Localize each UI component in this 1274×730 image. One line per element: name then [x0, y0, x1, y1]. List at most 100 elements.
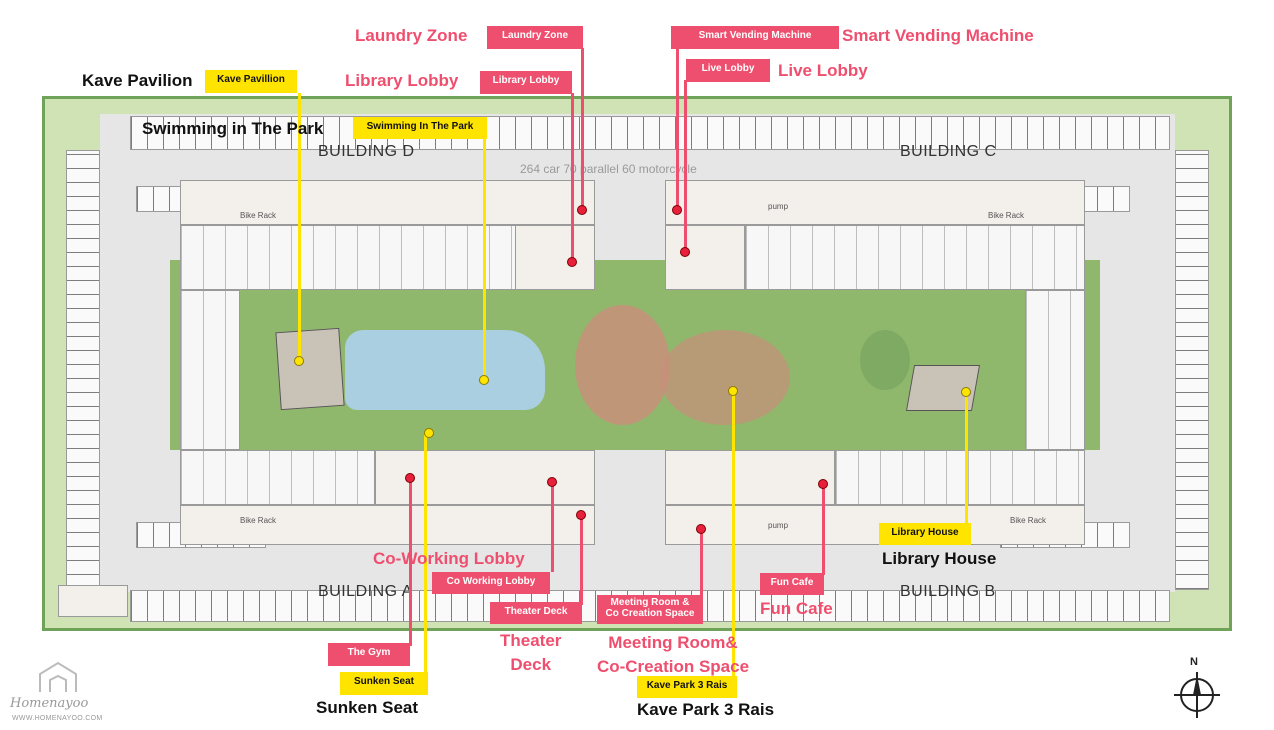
tag-kave-pavilion: Kave Pavillion — [205, 70, 297, 93]
marker-library-lobby — [567, 257, 577, 267]
label-kave-park: Kave Park 3 Rais — [637, 700, 775, 719]
leader-library-lobby — [571, 93, 574, 261]
leader-library-house — [965, 391, 968, 525]
compass-icon — [1174, 672, 1220, 718]
label-meeting-line1: Meeting Room& — [608, 633, 738, 652]
label-smart-vending: Smart Vending Machine — [842, 26, 1034, 45]
parking-col-right — [1175, 150, 1209, 590]
label-laundry: Laundry Zone — [355, 26, 468, 45]
building-a-service-strip — [180, 505, 595, 545]
building-d-lobby — [515, 225, 595, 290]
leader-fun-cafe — [822, 483, 825, 575]
tag-live-lobby: Live Lobby — [686, 59, 770, 82]
building-d-units-north — [180, 225, 520, 290]
marker-laundry — [577, 205, 587, 215]
marker-swimming — [479, 375, 489, 385]
leader-theater — [580, 515, 583, 605]
marker-live-lobby — [680, 247, 690, 257]
building-c-lobby — [665, 225, 745, 290]
label-library-house: Library House — [882, 549, 997, 568]
building-b-amenities — [665, 450, 835, 505]
building-d-west-wing — [180, 290, 240, 450]
marker-sunken — [424, 428, 434, 438]
label-coworking: Co-Working Lobby — [373, 549, 525, 568]
label-theater-line1: Theater — [500, 631, 562, 650]
leader-gym — [409, 478, 412, 646]
tag-meeting: Meeting Room & Co Creation Space — [597, 595, 703, 624]
pump-label-south: pump — [768, 521, 789, 530]
label-live-lobby: Live Lobby — [778, 61, 868, 80]
building-c-service-strip — [665, 180, 1085, 225]
marker-theater — [576, 510, 586, 520]
parking-summary: 264 car 70 parallel 60 motorcycle — [520, 162, 697, 176]
parking-col-left — [66, 150, 100, 590]
marker-library-house — [961, 387, 971, 397]
tree-cluster-east — [660, 330, 790, 425]
label-kave-pavilion: Kave Pavilion — [82, 71, 193, 90]
parking-row-top — [130, 116, 1170, 150]
leader-kave-pavilion — [298, 93, 301, 361]
building-d-label: BUILDING D — [318, 143, 415, 160]
marker-fun-cafe — [818, 479, 828, 489]
label-library-lobby: Library Lobby — [345, 71, 459, 90]
leader-laundry — [581, 48, 584, 208]
building-b-units-south — [835, 450, 1085, 505]
leader-smart-vending — [676, 48, 679, 208]
bike-rack-label-sw: Bike Rack — [240, 516, 277, 525]
tag-meeting-line1: Meeting Room & — [610, 597, 690, 608]
tag-library-lobby: Library Lobby — [480, 71, 572, 94]
leader-meeting — [700, 528, 703, 596]
building-c-label: BUILDING C — [900, 143, 997, 160]
building-a-units-south — [180, 450, 375, 505]
tag-laundry: Laundry Zone — [487, 26, 583, 49]
house-icon — [39, 661, 77, 692]
tree-cluster-garden — [860, 330, 910, 390]
tag-kave-park: Kave Park 3 Rais — [637, 676, 737, 698]
homenayoo-logo: Homenayoo WWW.HOMENAYOO.COM — [8, 660, 120, 726]
swimming-pool — [345, 330, 545, 410]
tag-gym: The Gym — [328, 643, 410, 666]
tag-smart-vending: Smart Vending Machine — [671, 26, 839, 49]
logo-url: WWW.HOMENAYOO.COM — [12, 715, 103, 722]
bike-rack-label-nw: Bike Rack — [240, 211, 277, 220]
building-b-label: BUILDING B — [900, 583, 996, 600]
bike-rack-label-se: Bike Rack — [1010, 516, 1047, 525]
marker-kave-park — [728, 386, 738, 396]
north-arrow: N — [1172, 656, 1224, 722]
tree-cluster-center — [575, 305, 670, 425]
marker-meeting — [696, 524, 706, 534]
label-sunken: Sunken Seat — [316, 698, 419, 717]
leader-coworking — [551, 482, 554, 572]
building-d-service-strip — [180, 180, 595, 225]
label-swimming: Swimming in The Park — [142, 119, 324, 138]
building-c-east-wing — [1025, 290, 1085, 450]
building-b-service-strip — [665, 505, 1085, 545]
building-c-units-north — [745, 225, 1085, 290]
guard-house — [58, 585, 128, 617]
label-meeting: Meeting Room& Co-Creation Space — [588, 631, 758, 679]
leader-sunken — [424, 432, 427, 674]
tag-coworking: Co Working Lobby — [432, 572, 550, 594]
leader-live-lobby — [684, 80, 687, 252]
tag-swimming: Swimming In The Park — [353, 117, 487, 139]
marker-coworking — [547, 477, 557, 487]
building-a-label: BUILDING A — [318, 583, 413, 600]
label-theater-line2: Deck — [510, 655, 552, 674]
marker-smart-vending — [672, 205, 682, 215]
leader-kave-park — [732, 391, 735, 677]
marker-kave-pavilion — [294, 356, 304, 366]
label-meeting-line2: Co-Creation Space — [596, 657, 750, 676]
pump-label-north: pump — [768, 202, 789, 211]
bike-rack-label-ne: Bike Rack — [988, 211, 1025, 220]
kave-pavilion-structure — [275, 327, 345, 411]
tag-theater: Theater Deck — [490, 602, 582, 624]
marker-gym — [405, 473, 415, 483]
tag-sunken: Sunken Seat — [340, 672, 428, 695]
tag-library-house: Library House — [879, 523, 971, 545]
label-fun-cafe: Fun Cafe — [760, 599, 833, 618]
tag-fun-cafe: Fun Cafe — [760, 573, 824, 595]
logo-wordmark: Homenayoo — [10, 696, 89, 711]
leader-swimming — [483, 137, 486, 380]
tag-meeting-line2: Co Creation Space — [605, 608, 695, 619]
label-theater: Theater Deck — [500, 629, 561, 677]
